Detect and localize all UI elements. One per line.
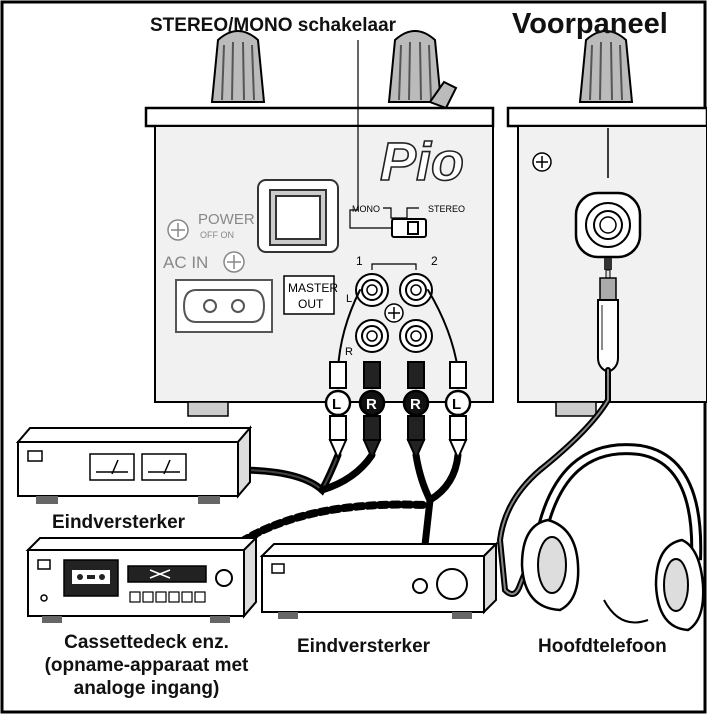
stereo-mono-switch-label: STEREO/MONO schakelaar: [150, 15, 397, 36]
svg-text:R: R: [366, 396, 377, 413]
power-switch-icon: [257, 179, 339, 253]
power-states-label: OFF ON: [200, 230, 234, 240]
headphones-label: Hoofdtelefoon: [538, 636, 667, 657]
rca-jack-icon: [399, 319, 433, 353]
cassette-deck-label: Cassettedeck enz. (opname-apparaat met a…: [14, 631, 279, 700]
rca-jack-icon: [355, 319, 389, 353]
knob-icon: [578, 30, 634, 103]
ground-screw-icon: [167, 219, 189, 241]
stereo-mono-switch-icon: [391, 218, 427, 238]
rca-jack-icon: [399, 273, 433, 307]
power-amplifier-left-icon: [15, 425, 253, 504]
ac-in-label: AC IN: [163, 253, 208, 272]
power-label: POWER: [198, 211, 255, 228]
front-panel: [506, 30, 707, 417]
headphones-icon: [520, 443, 705, 632]
cassette-label-line-1: Cassettedeck enz.: [64, 632, 229, 653]
cables: [228, 289, 611, 597]
mono-label: MONO: [352, 204, 380, 214]
power-amplifier-center-icon: [259, 541, 499, 619]
brand-logo: Pio: [380, 132, 464, 192]
front-panel-title: Voorpaneel: [512, 8, 668, 40]
headphone-jack-icon: [574, 191, 642, 259]
knob-icon: [387, 30, 443, 103]
cassette-deck-icon: [25, 535, 259, 623]
rca-plug-r-2: R: [402, 361, 430, 461]
svg-text:L: L: [332, 396, 341, 413]
power-amplifier-left-label: Eindversterker: [52, 512, 186, 533]
cassette-label-line-2: (opname-apparaat met: [44, 655, 249, 676]
power-amplifier-center-label: Eindversterker: [297, 636, 431, 657]
ground-screw-icon: [384, 303, 404, 323]
cassette-label-line-3: analoge ingang): [73, 678, 220, 699]
ac-inlet-icon: [175, 279, 273, 333]
channel-r-label: R: [345, 346, 353, 358]
fader-icon: [428, 80, 458, 110]
ground-screw-icon: [532, 152, 552, 172]
channel-l-label: L: [346, 293, 352, 305]
out-label: OUT: [298, 297, 324, 311]
rca-jack-icon: [355, 273, 389, 307]
svg-text:R: R: [410, 396, 421, 413]
output-2-label: 2: [431, 254, 438, 268]
rca-plug-l-1: L: [324, 361, 352, 461]
knob-icon: [210, 30, 266, 103]
rear-panel-body: [154, 125, 494, 403]
stereo-label: STEREO: [428, 204, 465, 214]
ground-screw-icon: [223, 251, 245, 273]
output-1-label: 1: [356, 254, 363, 268]
rca-plug-l-2: L: [444, 361, 472, 461]
rca-plug-r-1: R: [358, 361, 386, 461]
master-label: MASTER: [288, 281, 338, 295]
mixer-rear-panel: Pio POWER OFF ON AC IN MASTER OUT: [144, 30, 495, 417]
svg-text:L: L: [452, 396, 461, 413]
